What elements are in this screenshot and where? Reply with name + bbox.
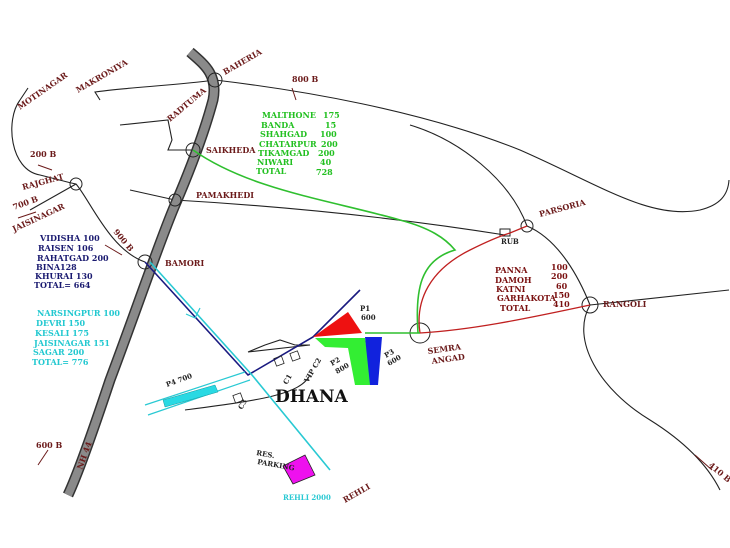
list-value: 100	[551, 262, 568, 272]
red-route-rangoli	[419, 304, 591, 334]
roads	[11, 79, 730, 491]
label-saikheda: SAIKHEDA	[206, 145, 256, 155]
list-value: 60	[556, 281, 568, 291]
label-c3: C3	[236, 397, 249, 411]
list-item: KESALI 175	[35, 328, 89, 338]
value-p1: 600	[361, 313, 376, 322]
list-item: SHAHGAD	[260, 129, 307, 139]
parking-p3	[365, 337, 382, 385]
flow-700b: 700 B	[11, 193, 39, 211]
label-radtuma: RADTUMA	[165, 85, 209, 124]
reserved-parking	[282, 454, 316, 485]
list-item: TOTAL= 664	[34, 280, 91, 290]
flow-arrows	[17, 87, 713, 471]
list-value: 200	[318, 148, 335, 158]
list-value: 15	[325, 120, 336, 130]
list-item: DAMOH	[495, 275, 532, 285]
road-rangoli-south	[583, 304, 721, 491]
road-radtuma	[119, 119, 193, 151]
label-p4: P4 700	[165, 371, 194, 389]
cyan-route	[149, 261, 331, 471]
label-c1: C1	[281, 372, 294, 386]
list-item: DEVRI 150	[36, 318, 86, 328]
label-res: RES.	[256, 448, 276, 460]
list-item: TOTAL	[500, 303, 531, 313]
list-value: 40	[320, 157, 332, 167]
list-item: RAHATGAD 200	[37, 253, 109, 263]
highway-fill	[64, 48, 219, 497]
road-parsoria-rangoli	[526, 225, 591, 306]
green-route	[192, 149, 457, 334]
list-value: 728	[316, 167, 333, 177]
direction-arrow-icon	[185, 307, 201, 319]
road-makroniya	[94, 79, 216, 101]
small-parkings	[232, 350, 301, 404]
label-rub: RUB	[501, 237, 519, 246]
label-bamori: BAMORI	[165, 258, 204, 268]
label-rajghat: RAJGHAT	[21, 171, 65, 192]
list-item: KHURAI 130	[35, 271, 93, 281]
label-p3: P3	[383, 347, 396, 360]
cyan-origin-list: NARSINGPUR 100 DEVRI 150 KESALI 175 JAIS…	[32, 308, 120, 367]
label-highway: NH 44	[74, 440, 93, 471]
flow-900b: 900 B	[111, 227, 136, 254]
list-item: TOTAL	[256, 166, 287, 176]
road-pamakhedi	[129, 189, 506, 236]
label-baheria: BAHERIA	[221, 46, 264, 77]
list-item: TOTAL= 776	[32, 357, 89, 367]
road-jaisinagar	[29, 183, 77, 211]
page-title: DHANA	[275, 387, 349, 407]
blue-origin-list: VIDISHA 100 RAISEN 106 RAHATGAD 200 BINA…	[34, 233, 109, 290]
flow-200b: 200 B	[30, 149, 56, 159]
label-parsoria: PARSORIA	[538, 197, 587, 219]
label-parking: PARKING	[257, 457, 296, 472]
flow-410b: 410 B	[707, 460, 730, 485]
list-item: RAISEN 106	[38, 243, 94, 253]
list-item: BINA128	[36, 262, 77, 272]
list-value: 410	[553, 299, 570, 309]
green-origin-list: MALTHONE 175 BANDA 15 SHAHGAD 100 CHATARPUR…	[256, 110, 340, 177]
road-motinagar-bamori	[11, 99, 146, 263]
list-item: MALTHONE	[262, 110, 316, 120]
label-rehli: REHLI	[341, 481, 372, 505]
flow-600b: 600 B	[36, 440, 62, 450]
list-item: KATNI	[496, 284, 526, 294]
label-p1: P1	[360, 304, 370, 313]
label-angad: ANGAD	[430, 351, 466, 366]
label-motinagar: MOTINAGAR	[15, 70, 69, 112]
parking-p1	[313, 312, 362, 337]
list-value: 100	[320, 129, 337, 139]
list-value: 200	[551, 271, 568, 281]
list-item: BANDA	[261, 120, 295, 130]
parking-p2	[315, 338, 372, 385]
list-item: GARHAKOTA	[497, 293, 557, 303]
list-item: PANNA	[495, 265, 528, 275]
list-item: SAGAR 200	[33, 347, 85, 357]
label-semra: SEMRA	[427, 341, 462, 356]
list-value: 150	[553, 290, 570, 300]
red-route-parsoria	[418, 225, 528, 334]
label-makroniya: MAKRONIYA	[74, 57, 130, 95]
parking-p4	[162, 384, 219, 408]
list-item: VIDISHA 100	[39, 233, 100, 243]
road-baheria-east	[214, 79, 730, 213]
label-rehli-capacity: REHLI 2000	[283, 493, 331, 502]
list-item: CHATARPUR	[259, 139, 317, 149]
list-item: TIKAMGAD	[258, 148, 309, 158]
list-item: JAISINAGAR 151	[33, 338, 110, 348]
label-p2: P2	[329, 355, 342, 368]
label-pamakhedi: PAMAKHEDI	[196, 190, 254, 200]
list-value: 175	[323, 110, 340, 120]
label-c2: VIP C2	[301, 356, 323, 385]
list-value: 200	[321, 139, 338, 149]
flow-800b: 800 B	[292, 74, 318, 84]
label-rangoli: RANGOLI	[603, 299, 647, 309]
list-item: NARSINGPUR 100	[37, 308, 120, 318]
list-item: NIWARI	[257, 157, 293, 167]
